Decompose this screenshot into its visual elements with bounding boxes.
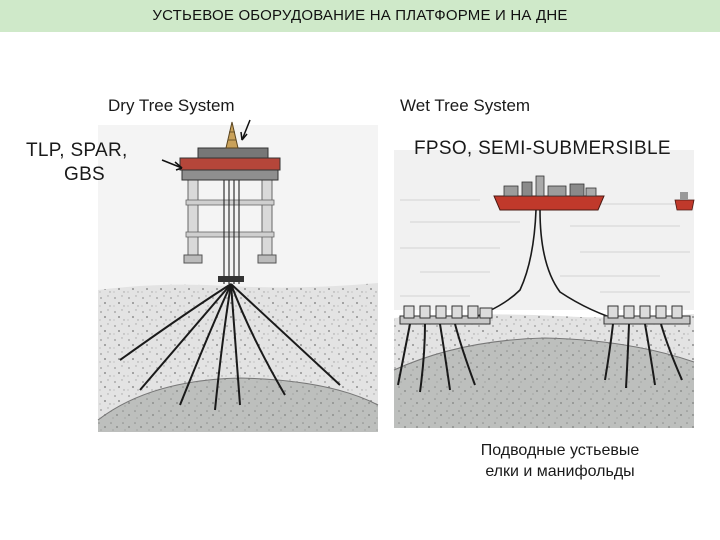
subsea-trees-left [399,305,493,325]
page-title: УСТЬЕВОЕ ОБОРУДОВАНИЕ НА ПЛАТФОРМЕ И НА … [152,7,568,24]
dry-tree-types-line1: TLP, SPAR, [26,140,128,161]
wet-tree-system-label: Wet Tree System [400,96,531,115]
wet-tree-types-label: FPSO, SEMI-SUBMERSIBLE [414,138,671,159]
header-band [0,0,720,32]
dry-tree-types-line2: GBS [64,164,106,185]
right-water [394,150,694,310]
subsea-trees-right [603,305,691,325]
derrick [225,121,239,149]
right-reservoir [394,338,694,428]
subsea-caption-line1: Подводные устьевые [480,442,640,459]
dry-tree-diagram [97,119,379,432]
subsea-caption: Подводные устьевые елки и манифольды [440,440,680,482]
subsea-caption-line2: елки и манифольды [485,463,635,480]
wet-tree-diagram [393,150,695,428]
left-reservoir [98,378,378,432]
platform-deck [179,157,281,171]
fpso-hull [493,195,605,211]
dry-tree-system-label: Dry Tree System [108,96,235,115]
